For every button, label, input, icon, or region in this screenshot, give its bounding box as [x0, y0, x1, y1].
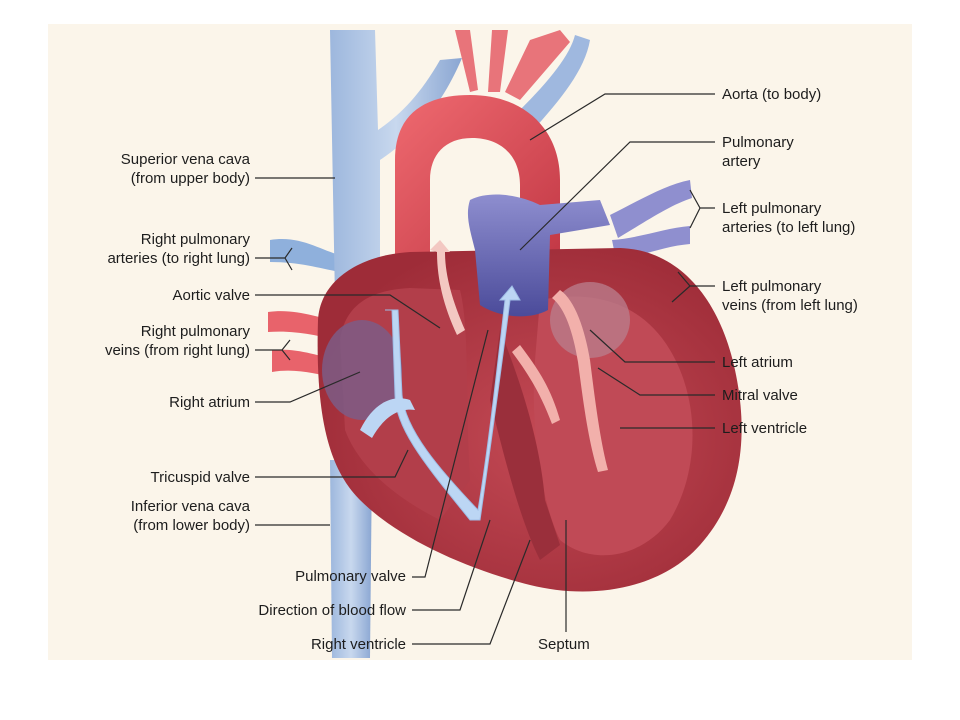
- label-inferior-vena-cava: Inferior vena cava (from lower body): [131, 497, 250, 535]
- label-left-pulmonary-arteries-line2: arteries (to left lung): [722, 219, 856, 236]
- red-flow-arrow-aorta: [430, 240, 465, 335]
- superior-vena-cava: [330, 30, 462, 300]
- label-pulmonary-artery-line1: Pulmonary: [722, 134, 794, 151]
- label-left-pulmonary-arteries-line1: Left pulmonary: [722, 200, 822, 217]
- label-septum: Septum: [538, 636, 590, 653]
- label-pulmonary-artery-line2: artery: [722, 153, 761, 170]
- pulmonary-artery-trunk: [467, 194, 610, 317]
- label-ivc-line1: Inferior vena cava: [130, 498, 250, 515]
- label-right-pulmonary-arteries: Right pulmonary arteries (to right lung): [107, 230, 250, 268]
- label-aortic-valve: Aortic valve: [172, 287, 250, 304]
- aorta: [395, 95, 560, 260]
- label-right-ventricle: Right ventricle: [310, 636, 406, 653]
- label-tricuspid-valve: Tricuspid valve: [150, 469, 250, 486]
- label-mitral-valve: Mitral valve: [722, 387, 798, 404]
- label-right-pulmonary-veins: Right pulmonary veins (from right lung): [105, 322, 250, 360]
- label-direction-of-blood-flow: Direction of blood flow: [258, 602, 406, 619]
- inferior-vena-cava: [330, 460, 372, 658]
- label-pulmonary-artery: Pulmonary artery: [722, 133, 794, 171]
- red-flow-arrow-left-2: [512, 345, 560, 424]
- label-superior-vena-cava: Superior vena cava (from upper body): [121, 150, 250, 188]
- label-rpa-line1: Right pulmonary: [140, 231, 250, 248]
- label-rpa-line2: arteries (to right lung): [107, 250, 250, 267]
- label-svc-line2: (from upper body): [130, 170, 250, 187]
- leader-lines: [255, 93, 715, 645]
- label-aorta: Aorta (to body): [722, 86, 822, 103]
- label-svc-line1: Superior vena cava: [120, 151, 250, 168]
- label-rpv-line1: Right pulmonary: [140, 323, 250, 340]
- label-rpv-line2: veins (from right lung): [104, 342, 250, 359]
- label-left-atrium: Left atrium: [722, 354, 793, 371]
- label-right-atrium: Right atrium: [169, 394, 250, 411]
- blue-branch-top: [520, 35, 590, 128]
- label-left-ventricle: Left ventricle: [722, 420, 808, 437]
- label-ivc-line2: (from lower body): [133, 517, 250, 534]
- label-left-pulmonary-veins-line1: Left pulmonary: [722, 278, 822, 295]
- red-flow-arrow-left: [552, 290, 608, 472]
- label-pulmonary-valve: Pulmonary valve: [295, 568, 406, 585]
- label-left-pulmonary-veins-line2: veins (from left lung): [722, 297, 858, 314]
- aortic-branches: [455, 30, 570, 100]
- septum-wall: [490, 330, 560, 560]
- right-atrium-chamber: [322, 320, 402, 420]
- blue-flow-branch: [360, 398, 415, 438]
- blue-flow-arrow: [385, 285, 521, 521]
- left-ventricle-chamber: [533, 296, 693, 556]
- label-left-pulmonary-arteries: Left pulmonary arteries (to left lung): [722, 199, 855, 237]
- label-left-pulmonary-veins: Left pulmonary veins (from left lung): [722, 277, 858, 315]
